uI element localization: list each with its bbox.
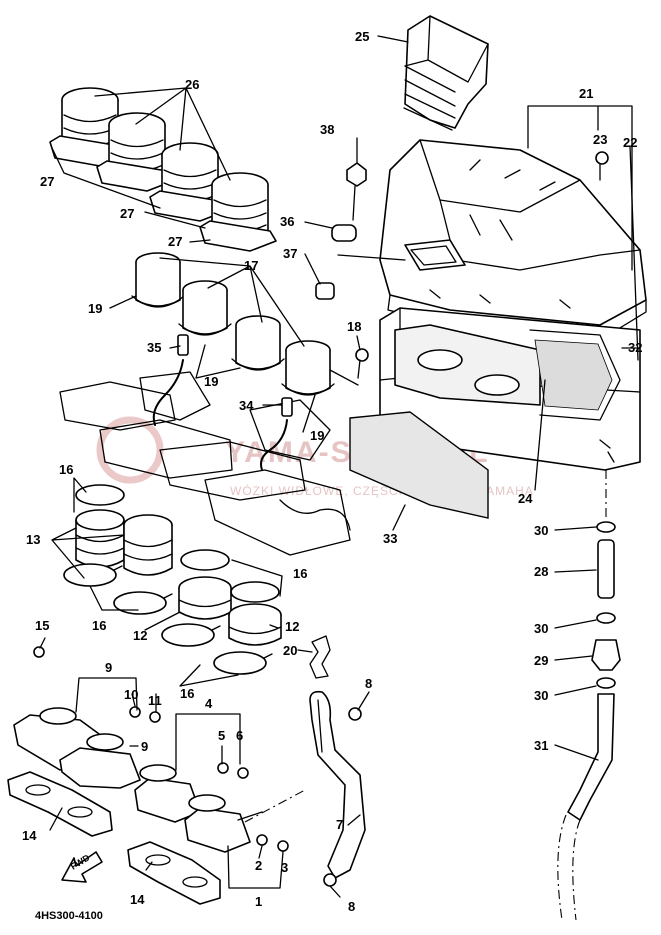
callout-30-mid: 30 [534,621,548,636]
callout-33: 33 [383,531,397,546]
callout-7: 7 [336,817,343,832]
callout-5: 5 [218,728,225,743]
part-30-clip-mid [596,612,616,624]
part-35-vent-pipe [152,334,189,426]
callout-36: 36 [280,214,294,229]
callout-31: 31 [534,738,548,753]
callout-20: 20 [283,643,297,658]
callout-11: 11 [148,693,162,708]
callout-12-left: 12 [133,628,147,643]
part-31-drain-hose [557,693,615,921]
callout-30-top: 30 [534,523,548,538]
callout-14-left: 14 [22,828,37,843]
callout-34: 34 [239,398,254,413]
part-30-clip-top [596,521,616,533]
callout-8-bottom: 8 [348,899,355,914]
callout-38: 38 [320,122,334,137]
part-33-filter-element [349,411,489,519]
callout-19-left: 19 [88,301,102,316]
part-28-pipe [597,539,615,599]
part-10-11-5-6-2-3-fasteners [33,646,289,852]
part-20-hose-clip [309,635,331,679]
callout-12-right: 12 [285,619,299,634]
part-29-joint [591,639,621,671]
callout-1: 1 [255,894,262,909]
callout-32: 32 [628,340,642,355]
part-21-air-cleaner-cover [379,139,647,341]
part-14-insulator-b [127,841,221,905]
part-17-19-joints [131,252,335,396]
callout-37: 37 [283,246,297,261]
callout-29: 29 [534,653,548,668]
callout-23: 23 [593,132,607,147]
callout-30-bottom: 30 [534,688,548,703]
part-32-air-cleaner-case [379,307,641,471]
part-34-vent-pipe [260,397,293,471]
callout-9-top: 9 [105,660,112,675]
part-4-manifold [134,764,201,823]
callout-6: 6 [236,728,243,743]
callout-8-top: 8 [365,676,372,691]
callout-16-left: 16 [92,618,106,633]
callout-35: 35 [147,340,161,355]
callout-19-right: 19 [310,428,324,443]
callout-22: 22 [623,135,637,150]
part-13-12-manifold-joints [75,484,282,646]
part-25-intake-duct [403,15,489,131]
callout-25: 25 [355,29,369,44]
fwd-arrow-icon: FWD [61,851,103,883]
part-14-insulator-a [7,771,113,837]
callout-17: 17 [244,258,258,273]
part-9-manifold-b [59,733,141,789]
callout-16-right: 16 [293,566,307,581]
callout-21: 21 [579,86,593,101]
callout-labels: 1 2 3 4 5 6 7 8 8 9 9 10 11 12 12 13 14 … [22,29,642,914]
part-26-27-velocity-stacks [49,87,277,252]
callout-24: 24 [518,491,533,506]
callout-18: 18 [347,319,361,334]
callout-27-bottom: 27 [168,234,182,249]
part-16-clamps [63,563,273,675]
callout-9-mid: 9 [141,739,148,754]
callout-13: 13 [26,532,40,547]
callout-4: 4 [205,696,213,711]
part-23-screw [595,151,609,181]
callout-27-left: 27 [40,174,54,189]
part-38-bolt [346,162,367,221]
part-37-collar [315,282,335,300]
callout-26: 26 [185,77,199,92]
callout-27-mid: 27 [120,206,134,221]
callout-14-bottom: 14 [130,892,145,907]
part-36-grommet [331,224,357,242]
part-30-clip-low [596,677,616,689]
callout-16-bottom: 16 [180,686,194,701]
callout-2: 2 [255,858,262,873]
callout-16-top: 16 [59,462,73,477]
leader-lines [39,35,641,898]
part-7-hose [309,690,366,879]
part-1-manifold [184,794,263,853]
callout-3: 3 [281,860,288,875]
callout-10: 10 [124,687,138,702]
carburetor-assembly [59,371,351,556]
callout-15: 15 [35,618,49,633]
diagram-code: 4HS300-4100 [35,910,103,922]
callout-19-mid: 19 [204,374,218,389]
callout-28: 28 [534,564,548,579]
part-18-screw [355,348,369,379]
